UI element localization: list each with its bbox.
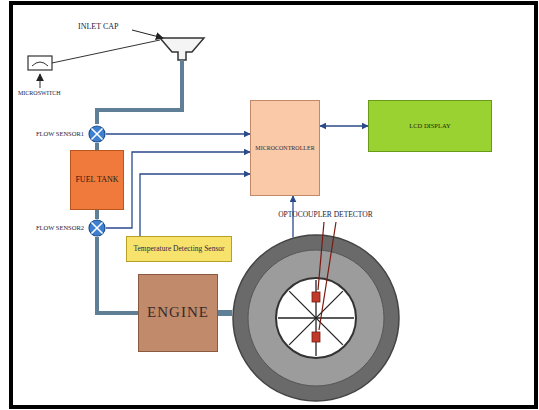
switch-wire [52,40,160,63]
frame [11,3,536,407]
pipe-connector [95,143,99,150]
pipe-connector [95,210,99,219]
node-text: OPTOCOUPLER DETECTOR [278,211,373,220]
node-text: FUEL TANK [75,175,118,184]
signal-connector [140,174,250,236]
flow-sensor: FLOW SENSOR2 [88,219,106,237]
signal-connector [320,125,368,126]
leader-line [132,30,163,38]
part-label: MICROSWITCH [18,90,61,96]
wheel-detector-outline [232,234,400,402]
flow-sensor: FLOW SENSOR1 [88,125,106,143]
node-text: FLOW SENSOR1 [36,130,84,137]
inlet-cap [160,38,204,60]
sensor-box: Temperature Detecting Sensor [126,236,232,262]
node-text: LCD DISPLAY [409,122,450,129]
fuel-tank-box: FUEL TANK [70,150,124,210]
node-text: MICROCONTROLLER [255,145,314,152]
part-label: INLET CAP [78,22,119,31]
signal-connector [106,133,250,134]
engine-box: ENGINE [138,274,218,352]
pipe-connector [218,310,232,316]
flow-sensor-outline [88,125,106,143]
inlet-pipe [97,60,182,124]
controller-box: MICROCONTROLLER [250,100,320,196]
wheel-detector: OPTOCOUPLER DETECTOR [232,234,400,402]
microswitch-symbol [32,62,48,66]
node-text: ENGINE [147,304,209,321]
display-box: LCD DISPLAY [368,100,492,152]
leader-line [40,74,41,88]
node-text: Temperature Detecting Sensor [133,245,224,254]
flow-sensor-outline [88,219,106,237]
microswitch-symbol [28,56,52,70]
node-text: FLOW SENSOR2 [36,224,84,231]
signal-connector [106,152,250,228]
